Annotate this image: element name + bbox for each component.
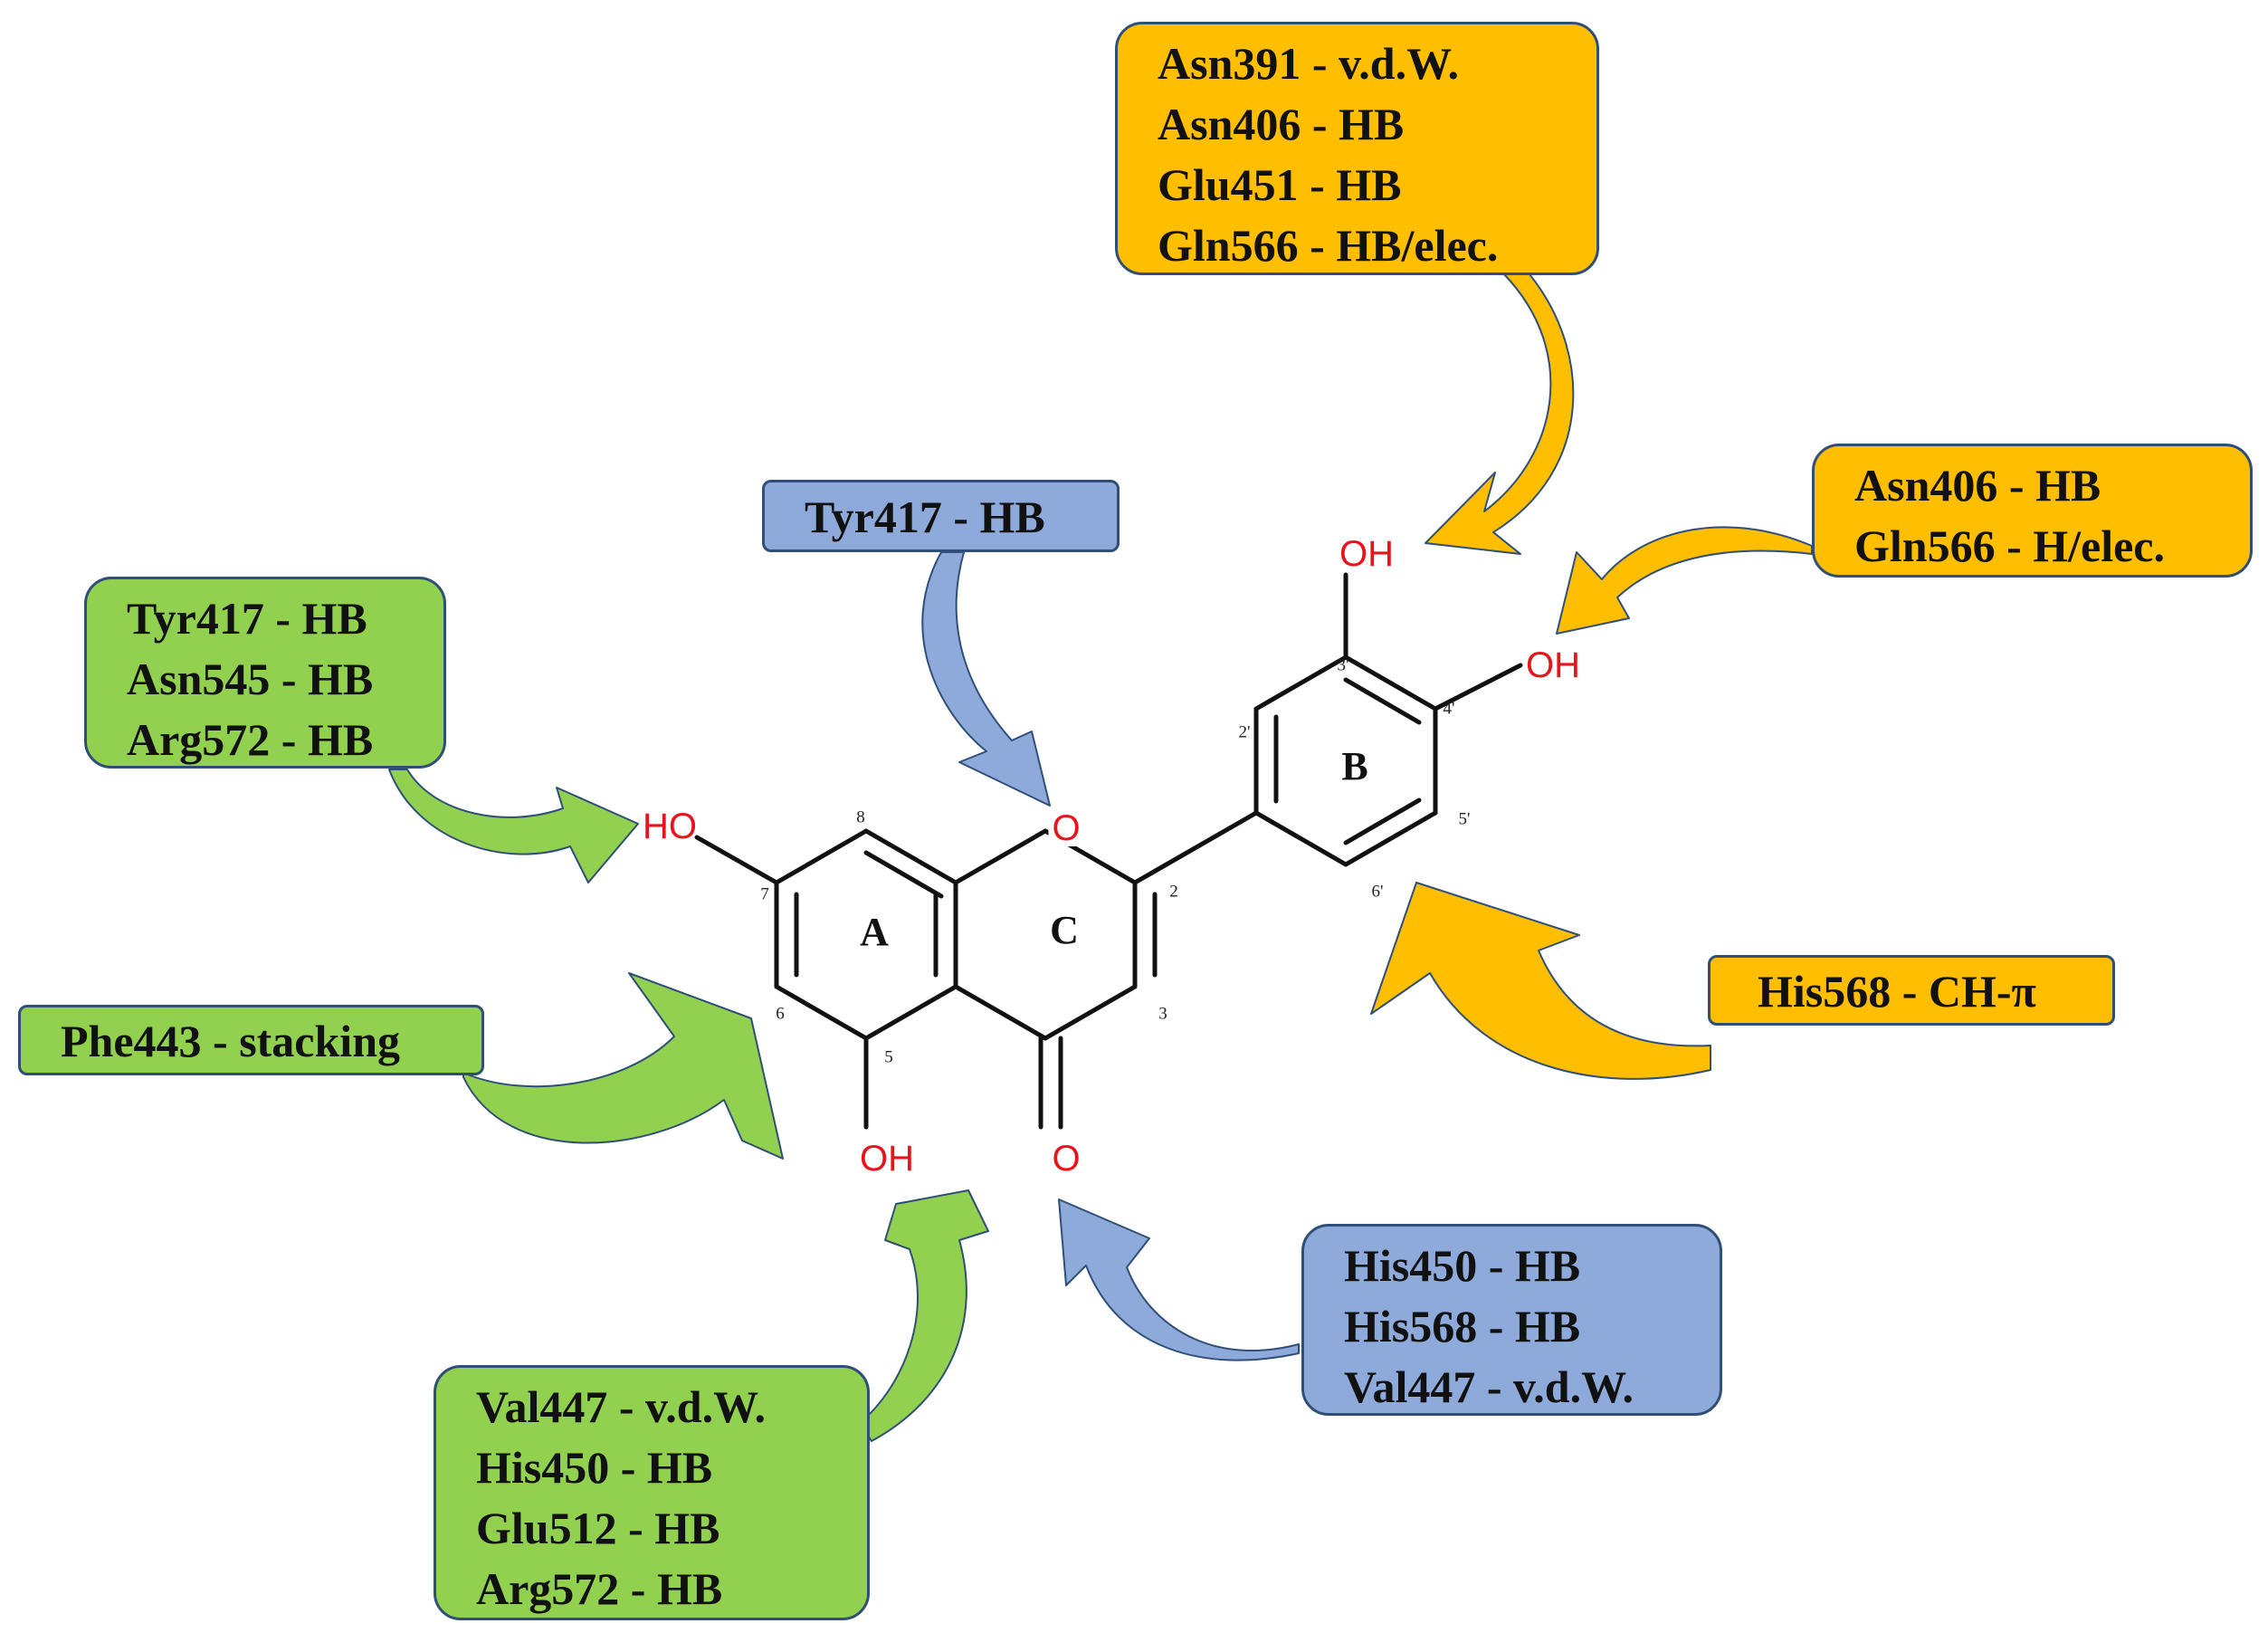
arrow-green-bottom — [859, 1189, 989, 1442]
bond-a-inner3 — [863, 850, 944, 899]
arrow-blue-bottom — [1058, 1198, 1300, 1361]
residue-box-orange-his: His568 - CH-π — [1708, 955, 2115, 1026]
bond-b-inner2 — [1343, 677, 1422, 725]
residue-box-blue-tyr: Tyr417 - HB — [762, 480, 1120, 552]
pos-number-2p: 2' — [1238, 722, 1251, 742]
residue-box-green-phe: Phe443 - stacking — [18, 1005, 484, 1075]
bond-oh4p — [1433, 663, 1523, 711]
pos-number-5p: 5' — [1458, 809, 1471, 829]
pos-number-3p: 3' — [1337, 655, 1349, 675]
bond-b6 — [1253, 810, 1348, 867]
atom-oh-4p: OH — [1526, 645, 1580, 685]
residue-line: Tyr417 - HB — [805, 492, 1045, 542]
arrow-blue-tyr — [921, 551, 1051, 807]
bond-c5 — [953, 984, 1048, 1041]
bond-b5 — [1343, 810, 1438, 867]
pos-number-4p: 4' — [1443, 699, 1455, 719]
residue-line: Glu451 - HB — [1158, 159, 1402, 210]
residue-line: Val447 - v.d.W. — [476, 1381, 767, 1432]
bond-b2 — [1253, 654, 1348, 711]
residue-line: His568 - HB — [1344, 1301, 1581, 1351]
residue-line: Asn406 - HB — [1854, 460, 2101, 511]
arrow-orange-right — [1556, 526, 1813, 635]
atom-oh-3p: OH — [1339, 534, 1394, 574]
atom-o-ring: O — [1048, 810, 1084, 846]
residue-box-blue-bottom: His450 - HB His568 - HB Val447 - v.d.W. — [1301, 1224, 1722, 1416]
residue-line: Asn545 - HB — [127, 654, 374, 704]
bond-a3 — [863, 984, 958, 1041]
residue-line: Tyr417 - HB — [127, 593, 367, 644]
residue-box-orange-right: Asn406 - HB Gln566 - H/elec. — [1812, 444, 2253, 578]
residue-box-green-bottom: Val447 - v.d.W. His450 - HB Glu512 - HB … — [434, 1365, 870, 1620]
pos-number-7: 7 — [760, 884, 769, 904]
bond-a2 — [774, 984, 869, 1041]
pos-number-8: 8 — [856, 807, 865, 827]
residue-line: Gln566 - HB/elec. — [1158, 220, 1499, 271]
arrow-green-phe — [462, 972, 784, 1160]
arrow-orange-his — [1370, 882, 1711, 1080]
bond-b3 — [1343, 654, 1438, 711]
ring-label-b: B — [1341, 744, 1368, 788]
bond-oh7 — [694, 835, 779, 885]
pos-number-2: 2 — [1169, 882, 1178, 902]
bond-c4 — [1043, 984, 1138, 1041]
pos-number-6p: 6' — [1371, 882, 1384, 902]
residue-line: His568 - CH-π — [1758, 966, 2036, 1017]
bond-linker — [1132, 810, 1259, 885]
pos-number-5: 5 — [884, 1047, 893, 1067]
arrow-orange-top — [1425, 273, 1575, 555]
ring-label-c: C — [1050, 908, 1079, 952]
residue-line: His450 - HB — [1344, 1240, 1581, 1291]
residue-box-orange-top: Asn391 - v.d.W. Asn406 - HB Glu451 - HB … — [1115, 22, 1599, 275]
bond-c1 — [953, 828, 1048, 885]
pos-number-3: 3 — [1158, 1004, 1167, 1024]
bond-a6 — [774, 828, 869, 885]
atom-oh-5: OH — [860, 1139, 914, 1179]
residue-line: Arg572 - HB — [127, 714, 374, 765]
ring-label-a: A — [860, 910, 889, 954]
bond-b-inner3 — [1343, 797, 1422, 845]
bond-a5 — [863, 828, 958, 885]
residue-line: Asn391 - v.d.W. — [1158, 38, 1459, 89]
arrow-green-top — [388, 769, 639, 883]
residue-line: His450 - HB — [476, 1442, 713, 1493]
residue-line: Val447 - v.d.W. — [1344, 1361, 1634, 1412]
residue-line: Arg572 - HB — [476, 1563, 723, 1614]
pos-number-6: 6 — [776, 1004, 785, 1024]
residue-box-green-top: Tyr417 - HB Asn545 - HB Arg572 - HB — [84, 577, 446, 769]
residue-line: Glu512 - HB — [476, 1503, 720, 1553]
atom-o-keto: O — [1052, 1139, 1081, 1179]
atom-ho-7: HO — [643, 807, 697, 846]
residue-line: Phe443 - stacking — [61, 1016, 400, 1066]
residue-line: Gln566 - H/elec. — [1854, 520, 2165, 571]
residue-line: Asn406 - HB — [1158, 99, 1405, 149]
